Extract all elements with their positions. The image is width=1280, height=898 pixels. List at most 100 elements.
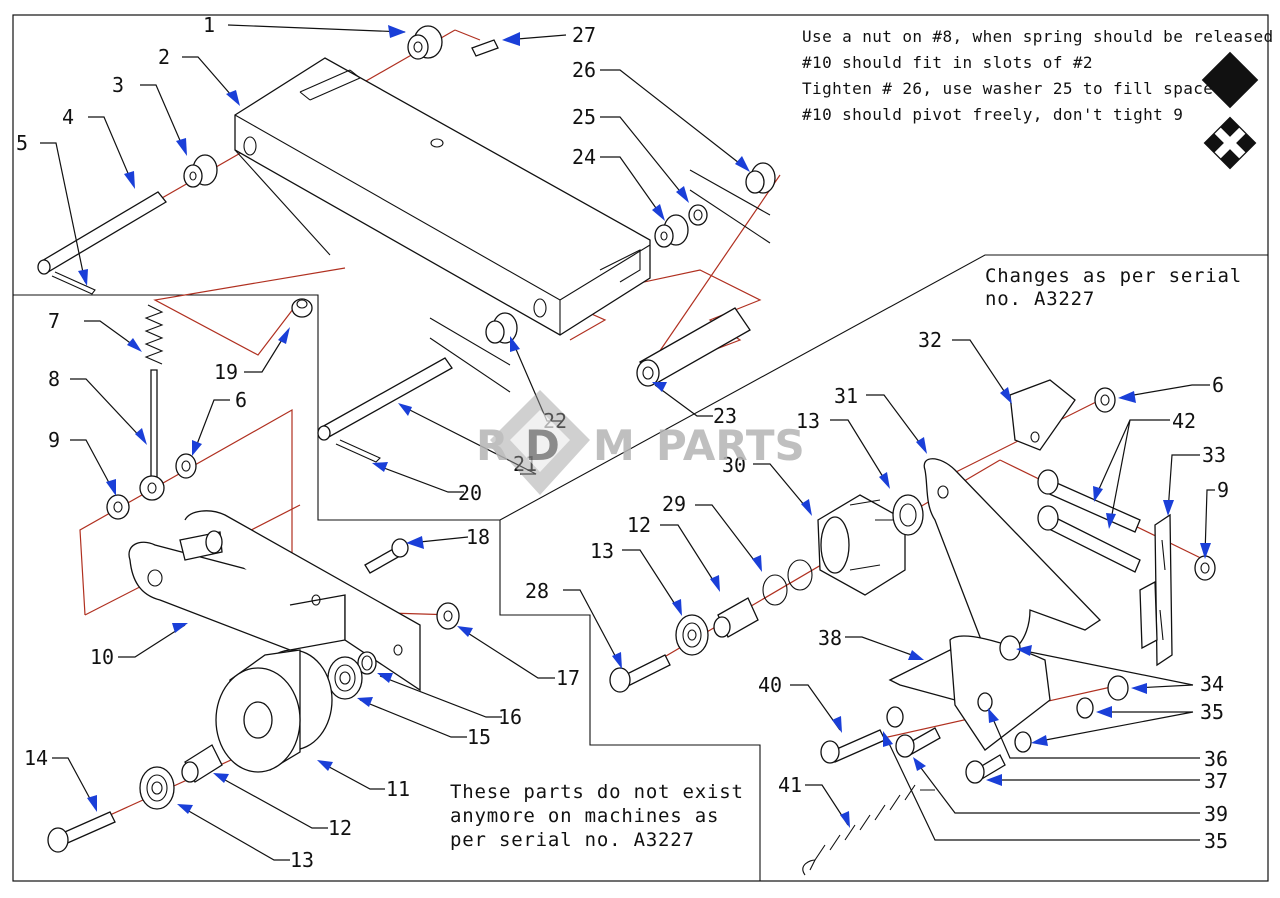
label-3: 3 [112, 73, 124, 97]
watermark-center: D [525, 421, 560, 470]
part-6-bushing-right [1094, 387, 1116, 413]
part-19-bushing [291, 298, 313, 318]
label-1: 1 [203, 13, 215, 37]
part-4-shaft [37, 191, 167, 275]
part-35-washers [886, 697, 1094, 753]
part-1-bushing [407, 25, 443, 60]
part-2-arm [234, 57, 651, 336]
label-29: 29 [662, 492, 686, 516]
part-34-bushings [999, 635, 1129, 701]
part-13-bearing-left [139, 766, 175, 810]
label-6-right: 6 [1212, 373, 1224, 397]
label-6-left: 6 [235, 388, 247, 412]
label-19: 19 [214, 360, 238, 384]
label-8: 8 [48, 367, 60, 391]
label-27: 27 [572, 23, 596, 47]
label-32: 32 [918, 328, 942, 352]
part-31-plate [923, 458, 1102, 656]
part-13-bearing-mid [675, 614, 709, 656]
part-16-ring [357, 651, 377, 675]
label-16: 16 [498, 705, 522, 729]
section-divider-diagonal [499, 254, 1268, 521]
label-31: 31 [834, 384, 858, 408]
brand-logo-diamonds [1201, 51, 1259, 170]
label-12-left: 12 [328, 816, 352, 840]
label-13-left: 13 [290, 848, 314, 872]
part-8-eye-bolt [139, 369, 165, 501]
part-7-spring [144, 304, 164, 365]
part-9-nut [106, 494, 130, 520]
part-13-bearing-right [892, 494, 924, 536]
part-29-circlips [762, 559, 813, 606]
label-12-right: 12 [627, 513, 651, 537]
label-13-right: 13 [796, 409, 820, 433]
part-37-bolt [965, 754, 1006, 784]
part-12-spacer-left [181, 744, 223, 783]
note-line-2: #10 should fit in slots of #2 [802, 53, 1093, 72]
label-35-bottom: 35 [1204, 829, 1228, 853]
part-5-cotter-pin [51, 271, 96, 295]
label-25: 25 [572, 105, 596, 129]
label-34: 34 [1200, 672, 1224, 696]
part-28-bolt [609, 654, 671, 693]
part-30-coupling [817, 494, 906, 596]
label-17: 17 [556, 666, 580, 690]
note-changes-line-1: Changes as per serial [985, 265, 1242, 287]
section-divider-left [13, 294, 761, 881]
part-36-washer [977, 692, 993, 712]
note-line-1: Use a nut on #8, when spring should be r… [802, 27, 1274, 46]
label-36: 36 [1204, 747, 1228, 771]
label-40: 40 [758, 673, 782, 697]
part-41-spring [802, 784, 935, 876]
label-20: 20 [458, 481, 482, 505]
part-12-spacer-right [713, 597, 759, 638]
label-7: 7 [48, 309, 60, 333]
watermark-left: R [476, 421, 508, 470]
part-15-bearing [327, 656, 363, 700]
label-4: 4 [62, 105, 74, 129]
watermark-suffix: PARTS [656, 421, 805, 470]
part-10-bracket [128, 510, 421, 692]
part-18-bolt [364, 538, 409, 574]
drawing-frame [12, 14, 1269, 882]
note-obsolete-line-3: per serial no. A3227 [450, 829, 695, 851]
label-9-left: 9 [48, 428, 60, 452]
leader-arrowheads [78, 25, 1211, 828]
note-obsolete-line-1: These parts do not exist [450, 781, 744, 803]
label-5: 5 [16, 131, 28, 155]
watermark-right: M [593, 421, 635, 470]
label-30: 30 [722, 453, 746, 477]
part-22-bushing [485, 312, 518, 344]
part-27-pin [471, 39, 499, 57]
label-15: 15 [467, 725, 491, 749]
watermark-logo: R D M PARTS [476, 390, 805, 495]
label-9-right: 9 [1217, 478, 1229, 502]
label-42: 42 [1172, 409, 1196, 433]
label-13-mid: 13 [590, 539, 614, 563]
part-11-wheel [215, 649, 333, 773]
reference-lines-25-26 [689, 169, 771, 244]
part-24-bushing [654, 214, 689, 248]
label-26: 26 [572, 58, 596, 82]
note-line-3: Tighten # 26, use washer 25 to fill spac… [802, 79, 1213, 98]
part-20-cotter-pin [335, 439, 381, 463]
part-9-nut-right [1194, 555, 1216, 581]
label-14: 14 [24, 746, 48, 770]
label-39: 39 [1204, 802, 1228, 826]
part-21-shaft [317, 317, 511, 441]
part-25-washer [688, 204, 708, 226]
notes-top-right: Use a nut on #8, when spring should be r… [802, 27, 1274, 124]
part-17-bushing [436, 602, 460, 630]
part-42-bolts [1037, 469, 1141, 573]
label-23: 23 [713, 404, 737, 428]
part-26-nut [745, 162, 776, 194]
part-labels: 1 2 3 4 5 27 26 25 24 7 8 9 6 19 20 21 2… [16, 13, 1229, 872]
part-3-bushing [183, 154, 218, 188]
label-33: 33 [1202, 443, 1226, 467]
part-23-tube [636, 307, 751, 387]
label-38: 38 [818, 626, 842, 650]
part-6-bushing-left [175, 453, 197, 479]
label-24: 24 [572, 145, 596, 169]
